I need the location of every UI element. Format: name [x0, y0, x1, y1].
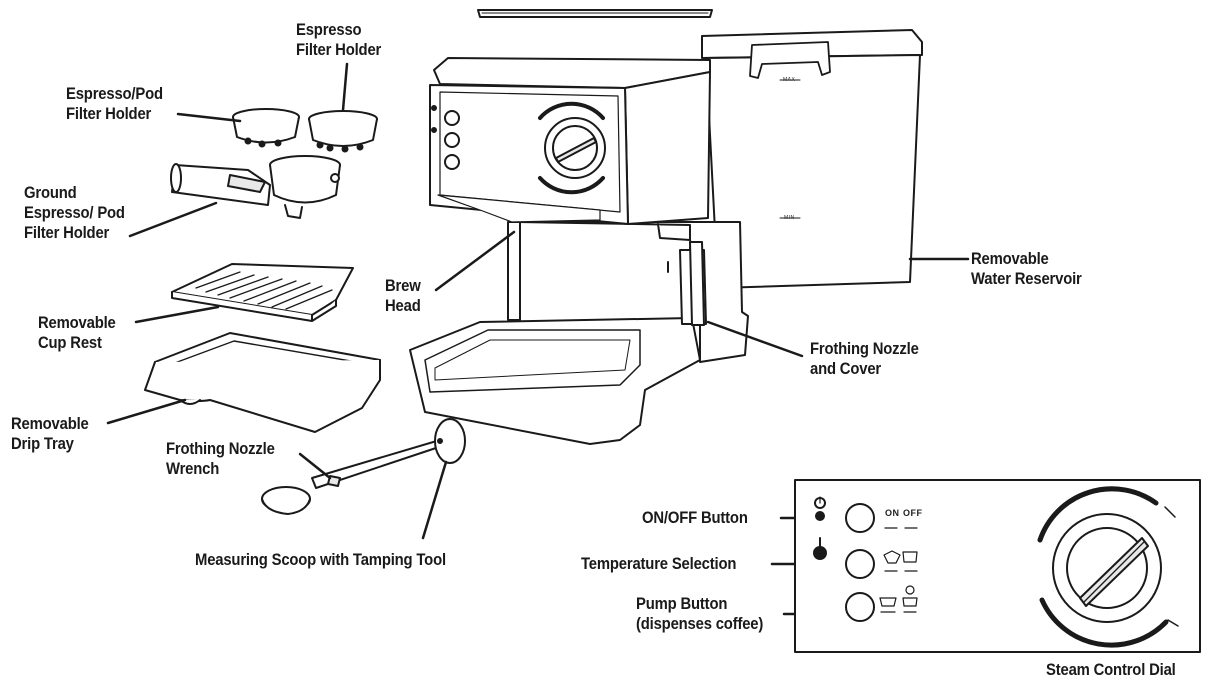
label-pump-button: Pump Button (dispenses coffee) — [636, 594, 763, 634]
espresso-pod-filter-holder-basket — [232, 108, 300, 148]
temperature-knob — [845, 549, 875, 579]
label-brew-head: Brew Head — [385, 276, 421, 316]
espresso-filter-holder-basket — [308, 110, 378, 153]
label-espresso-filter-holder: Espresso Filter Holder — [296, 20, 381, 60]
water-reservoir — [701, 29, 923, 289]
label-line: Filter Holder — [24, 224, 110, 242]
label-frothing-nozzle-and-cover: Frothing Nozzle and Cover — [810, 339, 919, 379]
label-line: Temperature Selection — [581, 555, 737, 573]
label-removable-water-reservoir: Removable Water Reservoir — [971, 249, 1082, 289]
label-line: Frothing Nozzle — [810, 340, 919, 358]
label-line: Measuring Scoop with Tamping Tool — [195, 551, 446, 569]
on-marking: ON — [885, 508, 900, 518]
label-espresso-pod-filter-holder: Espresso/Pod Filter Holder — [66, 84, 163, 124]
label-line: Water Reservoir — [971, 270, 1082, 288]
steam-control-panel — [794, 479, 1201, 653]
on-off-knob — [845, 503, 875, 533]
label-line: Removable — [11, 415, 89, 433]
pump-knob — [845, 592, 875, 622]
reservoir-max-marking: MAX — [783, 77, 796, 83]
top-cover-plate — [477, 9, 713, 18]
label-line: and Cover — [810, 360, 882, 378]
label-removable-cup-rest: Removable Cup Rest — [38, 313, 116, 353]
off-marking: OFF — [903, 508, 923, 518]
label-on-off-button: ON/OFF Button — [642, 508, 748, 528]
label-line: ON/OFF Button — [642, 509, 748, 527]
label-line: Drip Tray — [11, 435, 74, 453]
label-line: Espresso/Pod — [66, 85, 163, 103]
label-line: Pump Button — [636, 595, 728, 613]
label-steam-control-dial: Steam Control Dial — [1046, 660, 1176, 680]
label-line: Frothing Nozzle — [166, 440, 275, 458]
label-line: Filter Holder — [296, 41, 382, 59]
label-line: (dispenses coffee) — [636, 615, 764, 633]
label-line: Removable — [971, 250, 1049, 268]
reservoir-min-marking: MIN — [784, 215, 795, 221]
label-measuring-scoop: Measuring Scoop with Tamping Tool — [195, 550, 446, 570]
label-line: Ground — [24, 184, 77, 202]
measuring-scoop-with-tamping-tool — [261, 418, 466, 515]
label-line: Cup Rest — [38, 334, 102, 352]
cup-rest — [171, 263, 354, 322]
ground-filter-holder-with-handle — [170, 155, 341, 219]
label-line: Espresso/ Pod — [24, 204, 125, 222]
label-line: Wrench — [166, 460, 220, 478]
label-frothing-nozzle-wrench: Frothing Nozzle Wrench — [166, 439, 275, 479]
label-line: Brew — [385, 277, 421, 295]
label-line: Removable — [38, 314, 116, 332]
label-line: Steam Control Dial — [1046, 661, 1176, 679]
label-line: Head — [385, 297, 421, 315]
label-temperature-selection: Temperature Selection — [581, 554, 736, 574]
label-removable-drip-tray: Removable Drip Tray — [11, 414, 89, 454]
label-line: Filter Holder — [66, 105, 152, 123]
espresso-machine-body — [409, 57, 749, 445]
label-ground-espresso-pod-filter-holder: Ground Espresso/ Pod Filter Holder — [24, 183, 125, 243]
label-line: Espresso — [296, 21, 362, 39]
drip-tray — [144, 332, 381, 433]
